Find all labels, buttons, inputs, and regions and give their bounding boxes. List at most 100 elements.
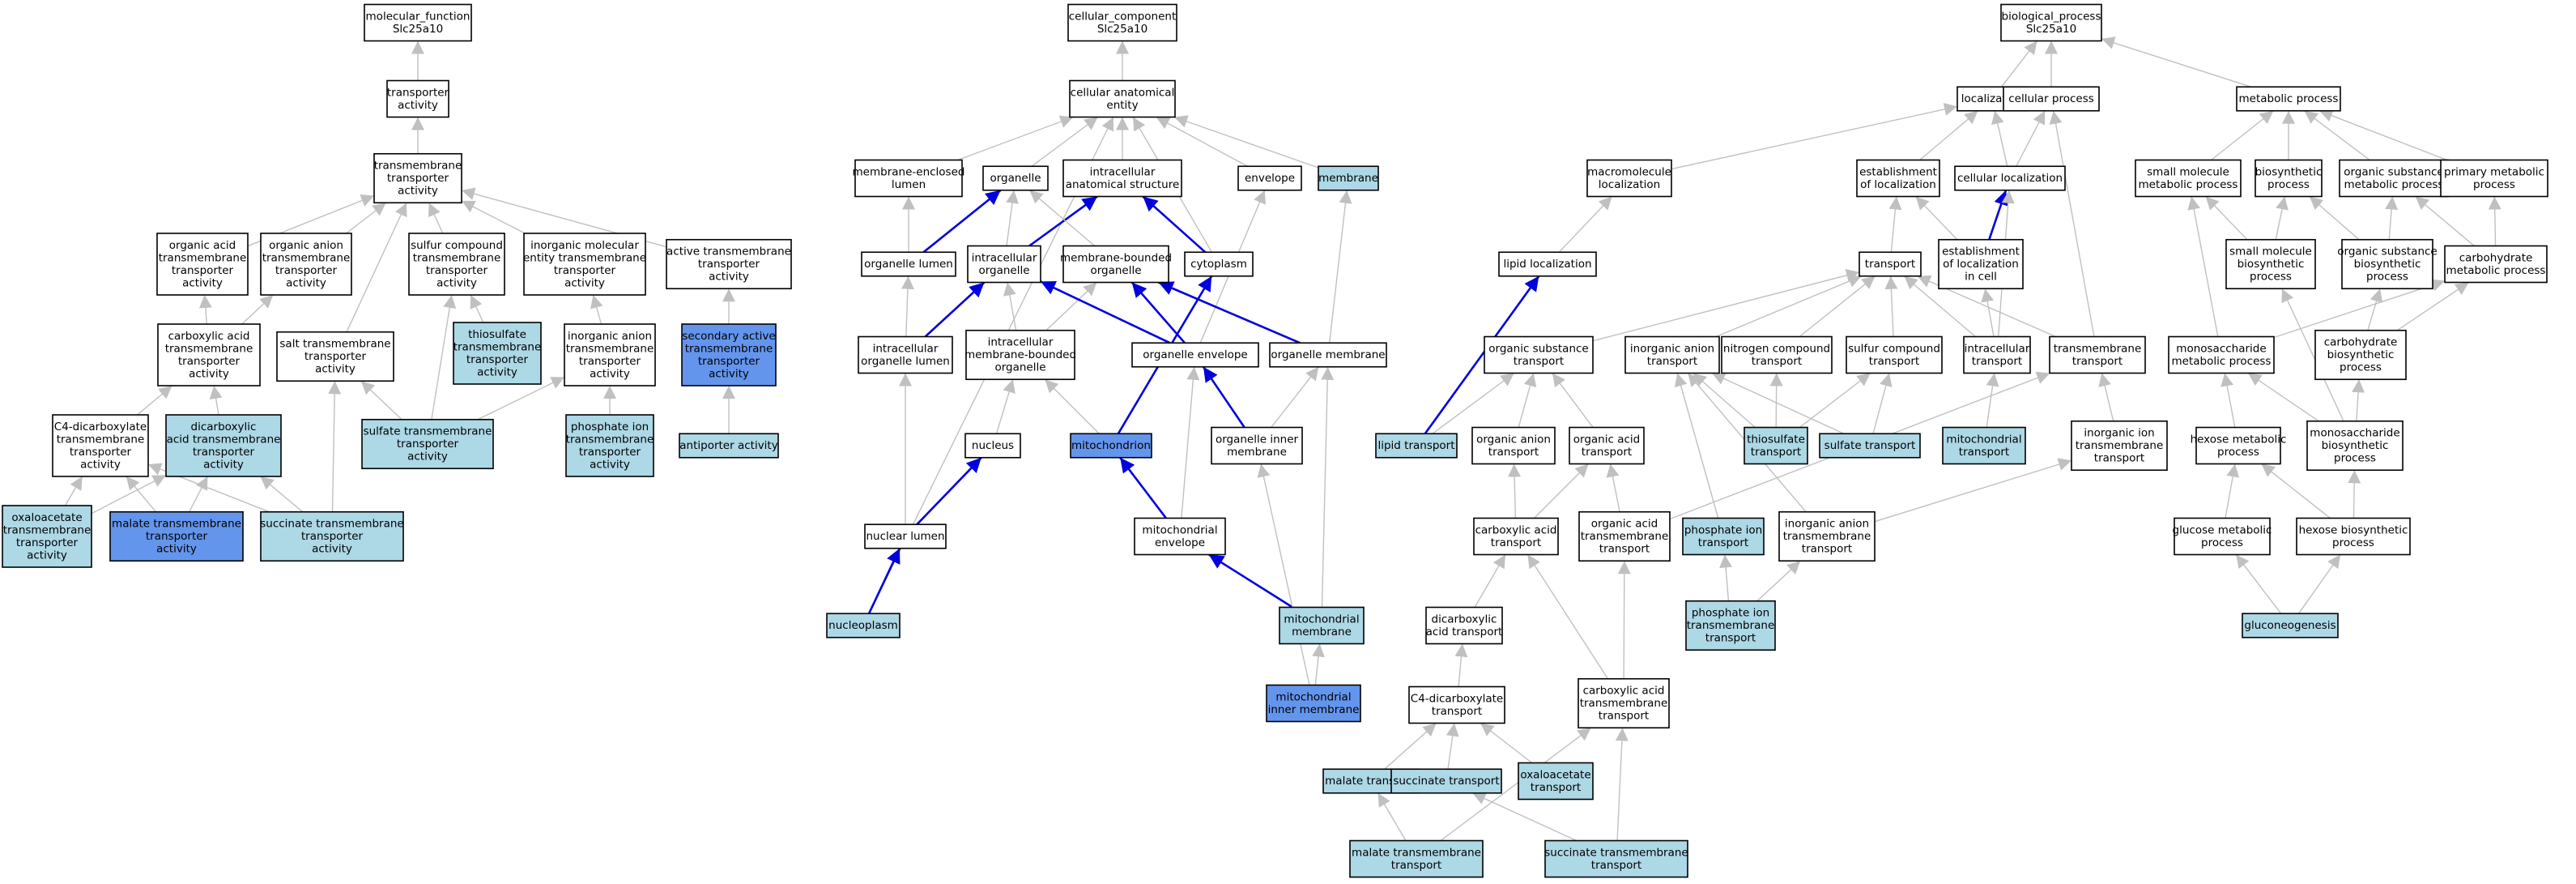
go-term-label-line: metabolic process: [2344, 178, 2444, 191]
go-term-node-orgl: organelle lumen: [861, 251, 956, 277]
is-a-edge-orgl-to-org: [922, 189, 1002, 254]
go-term-label-line: transmembrane: [1783, 530, 1871, 543]
is-a-edge-sucta-to-dcta: [260, 476, 304, 513]
go-term-label-line: malate transmembrane: [1352, 846, 1481, 859]
go-term-label-line: oxaloacetate: [11, 511, 82, 524]
is-a-edge-org-to-cae: [1031, 116, 1099, 167]
is-a-edge-omem-to-mem: [1329, 190, 1352, 344]
go-term-node-cp: cellular process: [2003, 86, 2100, 112]
go-term-label-line: organelle: [978, 264, 1029, 277]
go-term-label-line: C4-dicarboxylate: [1411, 692, 1503, 705]
go-term-label-line: process: [2217, 446, 2259, 459]
is-a-edge-lt-to-ost: [1432, 372, 1515, 434]
go-term-label-line: dicarboxylic: [1432, 613, 1497, 626]
go-term-label-line: salt transmembrane: [279, 338, 390, 351]
go-term-label-line: establishment: [1859, 165, 1937, 178]
is-a-edge-catt-to-cat: [1526, 554, 1609, 680]
go-term-label-line: activity: [182, 276, 223, 289]
is-a-edge-menv-to-mito: [1119, 457, 1167, 519]
go-term-node-oxta: oxaloacetatetransmembranetransporteracti…: [2, 505, 92, 568]
go-term-label-line: phosphate ion: [571, 421, 649, 433]
go-term-label-line: transmembrane: [1687, 619, 1775, 632]
go-term-node-mem: membrane: [1318, 165, 1379, 191]
go-term-box: [1425, 606, 1503, 645]
go-term-label-line: transport: [1432, 705, 1482, 718]
is-a-edge-c4ta-to-cata: [137, 385, 172, 416]
go-term-label-line: activity: [80, 458, 121, 471]
go-term-box: [361, 418, 494, 470]
go-term-label-line: transport: [1752, 355, 1802, 368]
go-term-node-oantta: organic aniontransmembranetransporteract…: [260, 233, 352, 296]
go-term-label-line: localization: [1599, 178, 1660, 191]
go-term-label-line: transporter: [554, 264, 616, 277]
go-term-node-org: organelle: [982, 165, 1049, 191]
go-term-label-line: biosynthetic: [2327, 348, 2395, 361]
is-a-edge-osbp-to-bsp: [2309, 195, 2360, 241]
is-a-edge-iatt-to-iitt: [1874, 458, 2072, 523]
go-term-label-line: transmembrane: [2054, 342, 2142, 355]
go-term-label-line: organelle inner: [1216, 433, 1299, 446]
is-a-edge-io-to-ias: [1028, 195, 1098, 247]
go-term-label-line: transport: [1582, 446, 1632, 459]
go-term-label-line: transporter: [387, 86, 449, 99]
go-term-label-line: transmembrane: [1581, 530, 1669, 543]
is-a-edge-eolc-to-cl: [1988, 190, 2008, 241]
go-term-box: [1067, 3, 1177, 42]
go-term-box: [2255, 159, 2323, 198]
go-term-box: [1942, 426, 2026, 465]
is-a-edge-hbp-to-hmp: [2261, 463, 2331, 519]
is-a-edge-cat-to-oact: [1534, 463, 1589, 519]
go-term-box: [2135, 159, 2242, 198]
is-a-edge-oxta-to-c4ta: [64, 476, 83, 506]
is-a-edge-sulta-to-scta: [431, 294, 457, 420]
go-term-label-line: sulfate transmembrane: [364, 425, 492, 438]
is-a-edge-maltt-to-catt: [1440, 727, 1592, 842]
is-a-edge-mbo-to-org: [1028, 190, 1096, 247]
go-term-label-line: biosynthetic: [2238, 258, 2305, 271]
go-term-box: [373, 152, 462, 204]
go-term-node-suct: succinate transport: [1390, 768, 1502, 794]
go-term-label-line: membrane: [1318, 172, 1378, 185]
go-term-label-line: monosaccharide: [2176, 342, 2266, 355]
go-term-box: [1069, 79, 1176, 118]
go-term-label-line: transport: [1599, 710, 1649, 723]
go-term-box: [2236, 86, 2341, 112]
go-term-box: [1070, 433, 1152, 459]
is-a-edge-osmp-to-mp: [2304, 110, 2370, 161]
go-term-box: [2000, 3, 2102, 42]
go-term-label-line: metabolic process: [2239, 92, 2339, 105]
go-term-box: [1131, 342, 1259, 368]
go-term-box: [2174, 517, 2271, 556]
go-term-label-line: succinate transmembrane: [260, 518, 403, 531]
is-a-edge-smbp-to-bsp: [2275, 196, 2289, 240]
go-term-box: [861, 251, 956, 277]
is-a-edge-sucta-to-stta: [328, 381, 342, 512]
is-a-edge-mito-to-imbo: [1044, 378, 1100, 434]
is-a-edge-tr-to-eol: [1888, 196, 1902, 253]
go-term-label-line: inorganic anion: [1785, 518, 1869, 531]
go-term-box: [2296, 517, 2411, 556]
go-term-label-line: envelope: [1245, 172, 1295, 185]
is-a-edge-pitt-to-iatt: [1756, 560, 1801, 602]
go-term-label-line: activity: [477, 365, 517, 378]
go-term-box: [2314, 329, 2407, 381]
is-a-edge-iata-to-imetta: [590, 294, 603, 325]
is-a-edge-dat-to-cat: [1474, 554, 1506, 608]
go-term-label-line: biological_process: [2002, 10, 2101, 23]
is-a-edge-dcta-to-cata: [209, 385, 223, 416]
go-term-label-line: sulfate transport: [1824, 439, 1916, 452]
is-a-edge-pitt-to-pit: [1719, 554, 1733, 601]
is-a-edge-pmp-to-mp: [2318, 109, 2447, 161]
